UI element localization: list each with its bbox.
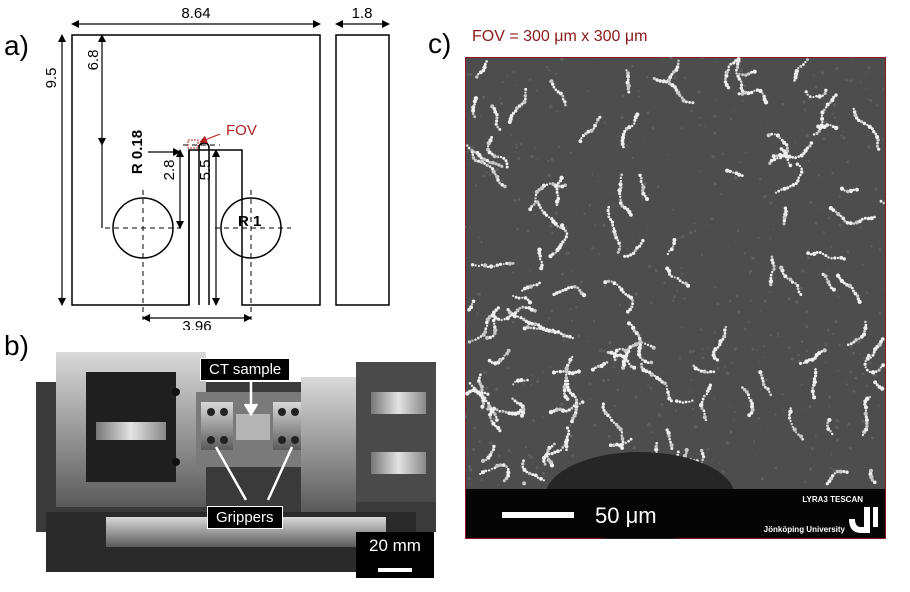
photo-scale-bar: 20 mm xyxy=(356,532,434,578)
sem-micrograph: 50 μm LYRA3 TESCAN Jönköping University xyxy=(465,57,886,539)
dim-slot-length: 5.5 xyxy=(197,160,214,181)
fov-label: FOV xyxy=(226,122,257,139)
sem-scale-text: 50 μm xyxy=(595,503,657,528)
dim-hole-spacing: 3.96 xyxy=(182,318,211,330)
dim-width: 8.64 xyxy=(181,5,210,22)
university-logo xyxy=(849,507,878,533)
dim-notch-radius: R 0.18 xyxy=(129,130,146,174)
specimen-drawing: 8.64 1.8 9.5 6.8 2.8 5.5 R 0.18 FOV R 1 … xyxy=(43,5,390,330)
dim-height: 9.5 xyxy=(43,68,60,89)
dim-thickness: 1.8 xyxy=(352,5,373,22)
dim-top-to-notch: 6.8 xyxy=(85,50,102,71)
sem-scale-line xyxy=(502,512,574,518)
center-lines xyxy=(105,144,291,320)
dim-hole-radius: R 1 xyxy=(238,213,261,230)
side-view xyxy=(335,34,390,306)
panel-label-a: a) xyxy=(4,30,29,61)
photo-scale-text: 20 mm xyxy=(369,536,421,555)
dim-notch-depth: 2.8 xyxy=(161,160,178,181)
panel-label-b: b) xyxy=(4,330,29,361)
instrument-label: LYRA3 TESCAN xyxy=(802,495,863,504)
institution-label: Jönköping University xyxy=(764,525,846,534)
fov-title: FOV = 300 μm x 300 μm xyxy=(472,28,648,45)
panel-label-c: c) xyxy=(428,28,452,59)
ct-sample-callout: CT sample xyxy=(200,358,291,381)
specimen-outline xyxy=(71,34,321,306)
fov-box xyxy=(187,139,199,149)
grippers-callout: Grippers xyxy=(207,506,283,529)
photo-scale-line xyxy=(378,568,412,572)
